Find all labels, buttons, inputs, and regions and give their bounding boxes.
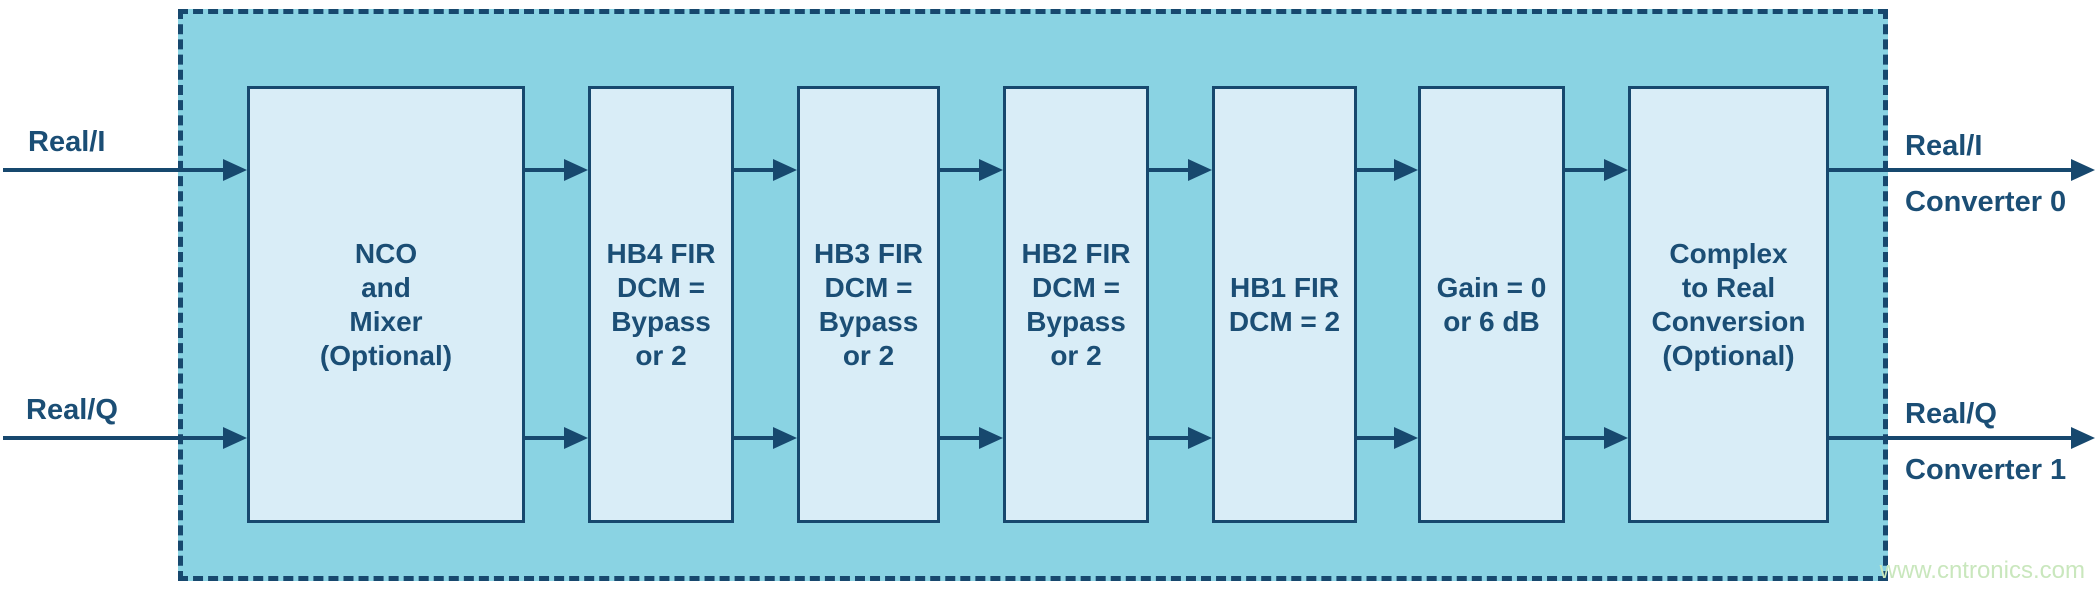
- arrow-head-icon: [2071, 159, 2095, 181]
- arrow-q-hb3-hb2: [940, 427, 1003, 449]
- arrow-head-icon: [564, 427, 588, 449]
- arrow-shaft: [1829, 168, 2075, 172]
- input-label-real-i: Real/I: [28, 126, 106, 158]
- arrow-head-icon: [1394, 159, 1418, 181]
- output-label-converter-1: Converter 1: [1905, 454, 2067, 486]
- output-label-real-q: Real/Q: [1905, 398, 1997, 430]
- block-gain: Gain = 0 or 6 dB: [1418, 86, 1565, 523]
- arrow-output-i: [1829, 159, 2095, 181]
- arrow-shaft: [525, 168, 568, 172]
- output-label-converter-0: Converter 0: [1905, 186, 2067, 218]
- arrow-head-icon: [773, 159, 797, 181]
- output-label-real-i: Real/I: [1905, 130, 1983, 162]
- arrow-q-gain-cplx: [1565, 427, 1628, 449]
- arrow-i-hb3-hb2: [940, 159, 1003, 181]
- arrow-shaft: [734, 436, 777, 440]
- arrow-head-icon: [1604, 159, 1628, 181]
- arrow-head-icon: [223, 427, 247, 449]
- block-hb1-fir: HB1 FIR DCM = 2: [1212, 86, 1357, 523]
- block-nco-mixer: NCO and Mixer (Optional): [247, 86, 525, 523]
- arrow-shaft: [1149, 436, 1192, 440]
- arrow-shaft: [1829, 436, 2075, 440]
- arrow-q-nco-hb4: [525, 427, 588, 449]
- arrow-head-icon: [1188, 159, 1212, 181]
- arrow-head-icon: [564, 159, 588, 181]
- arrow-input-q: [3, 427, 247, 449]
- arrow-head-icon: [2071, 427, 2095, 449]
- arrow-head-icon: [1188, 427, 1212, 449]
- arrow-i-hb2-hb1: [1149, 159, 1212, 181]
- arrow-shaft: [940, 168, 983, 172]
- arrow-i-hb4-hb3: [734, 159, 797, 181]
- arrow-q-hb4-hb3: [734, 427, 797, 449]
- arrow-head-icon: [1604, 427, 1628, 449]
- arrow-input-i: [3, 159, 247, 181]
- arrow-shaft: [1565, 168, 1608, 172]
- block-complex-to-real: Complex to Real Conversion (Optional): [1628, 86, 1829, 523]
- arrow-shaft: [734, 168, 777, 172]
- arrow-shaft: [940, 436, 983, 440]
- arrow-shaft: [1357, 436, 1398, 440]
- arrow-head-icon: [1394, 427, 1418, 449]
- arrow-shaft: [1149, 168, 1192, 172]
- arrow-q-hb2-hb1: [1149, 427, 1212, 449]
- arrow-shaft: [1565, 436, 1608, 440]
- arrow-head-icon: [979, 159, 1003, 181]
- watermark: www.cntronics.com: [1879, 557, 2085, 584]
- arrow-shaft: [525, 436, 568, 440]
- arrow-head-icon: [773, 427, 797, 449]
- arrow-shaft: [3, 168, 227, 172]
- arrow-head-icon: [979, 427, 1003, 449]
- input-label-real-q: Real/Q: [26, 394, 118, 426]
- arrow-i-gain-cplx: [1565, 159, 1628, 181]
- arrow-shaft: [3, 436, 227, 440]
- arrow-head-icon: [223, 159, 247, 181]
- arrow-i-nco-hb4: [525, 159, 588, 181]
- arrow-output-q: [1829, 427, 2095, 449]
- block-hb2-fir: HB2 FIR DCM = Bypass or 2: [1003, 86, 1149, 523]
- arrow-i-hb1-gain: [1357, 159, 1418, 181]
- arrow-q-hb1-gain: [1357, 427, 1418, 449]
- block-hb4-fir: HB4 FIR DCM = Bypass or 2: [588, 86, 734, 523]
- block-hb3-fir: HB3 FIR DCM = Bypass or 2: [797, 86, 940, 523]
- arrow-shaft: [1357, 168, 1398, 172]
